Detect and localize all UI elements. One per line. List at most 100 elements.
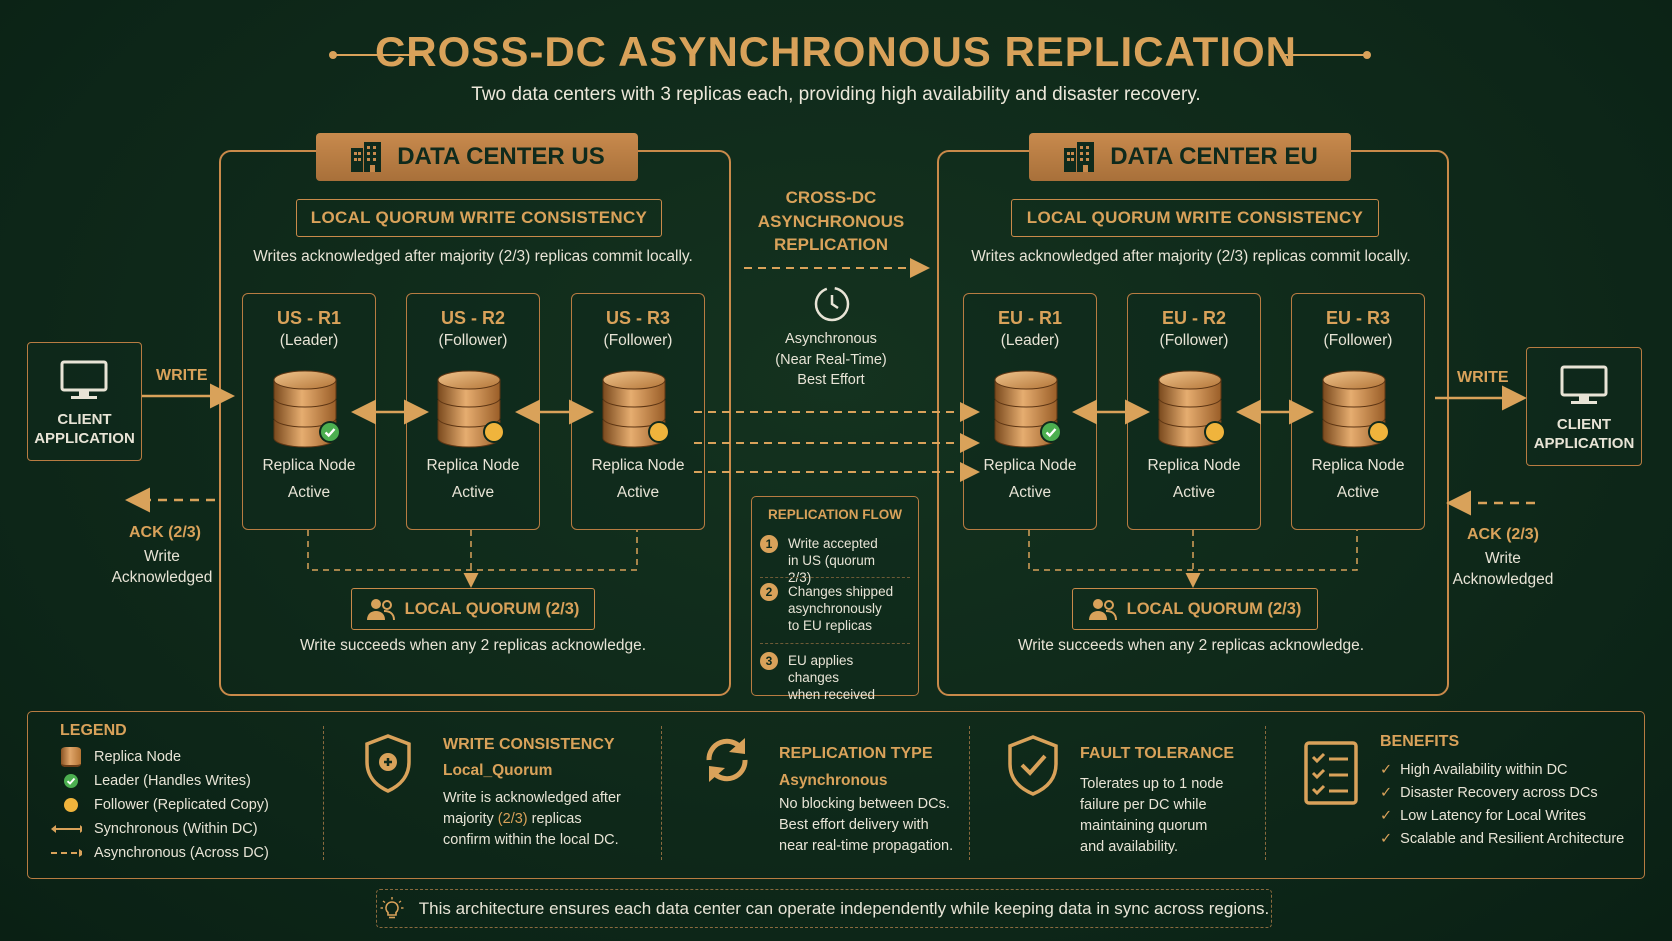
us-consistency-header: LOCAL QUORUM WRITE CONSISTENCY	[296, 199, 662, 237]
benefits-section: BENEFITS ✓High Availability within DC ✓D…	[1380, 733, 1630, 863]
ack-title-right: ACK (2/3)	[1466, 526, 1539, 543]
section-divider	[969, 726, 970, 860]
node-status: Active	[616, 484, 660, 501]
async-arrow-icon	[51, 849, 82, 857]
us-node-r3[interactable]: US - R3 (Follower) Replica Node Active	[571, 293, 705, 530]
ack-title-left: ACK (2/3)	[128, 524, 201, 541]
replication-type-value: Asynchronous	[779, 772, 888, 789]
us-node-r1[interactable]: US - R1 (Leader) Replica Node Active	[242, 293, 376, 530]
cross-dc-mode: Asynchronous(Near Real-Time)Best Effort	[775, 331, 887, 388]
write-consistency-value: Local_Quorum	[443, 762, 553, 779]
check-icon: ✓	[1380, 785, 1393, 801]
node-name: EU - R3	[1325, 308, 1390, 328]
eu-node-r3[interactable]: EU - R3 (Follower) Replica Node Active	[1291, 293, 1425, 530]
legend-item: Leader (Handles Writes)	[60, 770, 251, 792]
node-name: US - R2	[440, 308, 505, 328]
us-quorum-desc: Write succeeds when any 2 replicas ackno…	[299, 637, 647, 654]
node-status: Active	[451, 484, 495, 501]
node-status: Active	[1008, 484, 1052, 501]
step-number: 2	[760, 583, 778, 601]
fault-tolerance-title: FAULT TOLERANCE	[1080, 745, 1235, 762]
legend-title: LEGEND	[60, 722, 127, 739]
node-status: Active	[287, 484, 331, 501]
node-label: Replica Node	[426, 457, 520, 474]
eu-node-r2[interactable]: EU - R2 (Follower) Replica Node Active	[1127, 293, 1261, 530]
replication-flow-title: REPLICATION FLOW	[768, 507, 902, 522]
page-title: CROSS-DC ASYNCHRONOUS REPLICATION	[374, 28, 1298, 75]
section-divider	[323, 726, 324, 860]
us-local-quorum-badge: LOCAL QUORUM (2/3)	[351, 588, 595, 630]
database-icon	[434, 362, 505, 448]
node-name: EU - R2	[1161, 308, 1226, 328]
node-label: Replica Node	[262, 457, 356, 474]
benefit-item: ✓Disaster Recovery across DCs	[1380, 785, 1598, 801]
flow-divider	[760, 643, 910, 644]
eu-node-r1[interactable]: EU - R1 (Leader) Replica Node Active	[963, 293, 1097, 530]
title-decoration	[329, 51, 1371, 59]
legend-item: Synchronous (Within DC)	[51, 818, 258, 840]
info-panel: LEGEND Replica Node Leader (Handles Writ…	[27, 711, 1645, 879]
write-consistency-title: WRITE CONSISTENCY	[443, 736, 615, 753]
eu-consistency-desc: Writes acknowledged after majority (2/3)…	[971, 248, 1411, 265]
node-role: (Follower)	[1323, 332, 1393, 349]
datacenter-us-tab: DATA CENTER US	[316, 133, 638, 181]
node-status: Active	[1172, 484, 1216, 501]
node-role: (Follower)	[438, 332, 508, 349]
node-name: EU - R1	[997, 308, 1062, 328]
node-label: Replica Node	[1147, 457, 1241, 474]
datacenter-us-title: DATA CENTER US	[397, 143, 605, 170]
refresh-icon	[706, 738, 748, 782]
building-icon	[351, 142, 382, 172]
page-subtitle: Two data centers with 3 replicas each, p…	[471, 84, 1201, 105]
node-label: Replica Node	[983, 457, 1077, 474]
write-label-left: WRITE	[156, 367, 208, 384]
node-label: Replica Node	[591, 457, 685, 474]
node-name: US - R3	[605, 308, 670, 328]
datacenter-eu-tab: DATA CENTER EU	[1029, 133, 1351, 181]
flow-divider	[760, 577, 910, 578]
legend-item: Replica Node	[60, 746, 181, 768]
node-status: Active	[1336, 484, 1380, 501]
eu-local-quorum-badge: LOCAL QUORUM (2/3)	[1072, 588, 1318, 630]
replication-type-desc: No blocking between DCs.Best effort deli…	[779, 796, 954, 854]
legend-section: LEGEND Replica Node Leader (Handles Writ…	[51, 722, 330, 872]
us-node-r2[interactable]: US - R2 (Follower) Replica Node Active	[406, 293, 540, 530]
benefit-item: ✓High Availability within DC	[1380, 762, 1568, 778]
check-circle-icon	[64, 774, 78, 788]
users-icon	[366, 599, 395, 620]
clock-icon	[814, 286, 850, 322]
lightbulb-icon	[380, 896, 404, 918]
footer-text: This architecture ensures each data cent…	[418, 898, 1270, 918]
database-icon	[991, 362, 1062, 448]
section-divider	[661, 726, 662, 860]
node-role: (Follower)	[1159, 332, 1229, 349]
building-icon	[1064, 142, 1095, 172]
database-icon	[270, 362, 341, 448]
legend-item: Follower (Replicated Copy)	[60, 794, 269, 816]
datacenter-eu-title: DATA CENTER EU	[1110, 143, 1318, 170]
monitor-icon	[60, 360, 108, 399]
monitor-icon	[1560, 365, 1608, 404]
users-icon	[1088, 599, 1117, 620]
shield-check-icon	[1008, 735, 1058, 796]
node-name: US - R1	[276, 308, 341, 328]
database-icon	[1319, 362, 1390, 448]
us-local-quorum-label: LOCAL QUORUM (2/3)	[404, 599, 580, 618]
write-label-right: WRITE	[1457, 369, 1509, 386]
check-icon: ✓	[1380, 762, 1393, 778]
benefit-item: ✓Low Latency for Local Writes	[1380, 808, 1587, 824]
